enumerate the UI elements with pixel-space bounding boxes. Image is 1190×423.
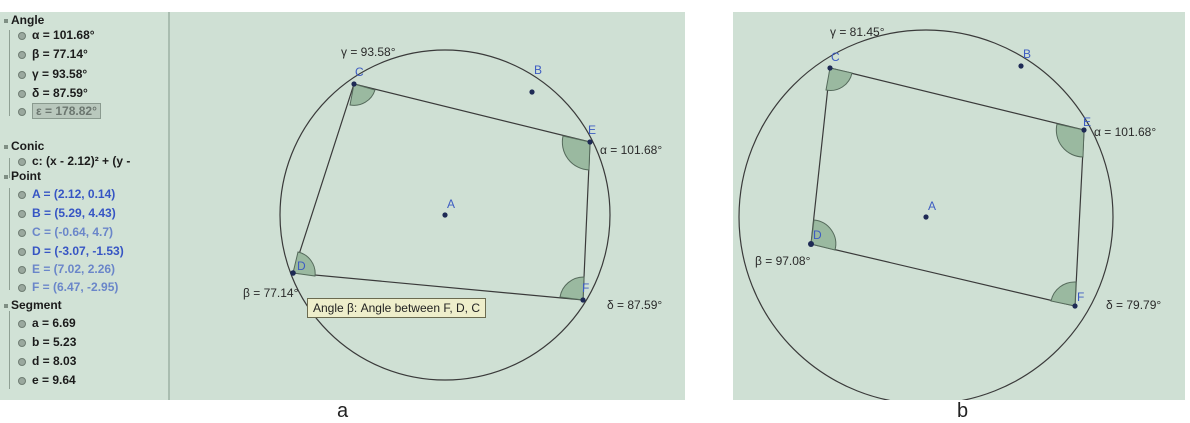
visibility-toggle-icon[interactable] <box>18 157 26 166</box>
expand-icon <box>4 303 8 308</box>
angle-beta-label: β = 77.14° <box>243 286 299 300</box>
label-e: E <box>588 123 596 137</box>
circle-c[interactable] <box>279 49 611 381</box>
label-a: A <box>447 197 455 211</box>
angle-gamma-label: γ = 93.58° <box>341 45 396 59</box>
label-b: B <box>1023 47 1031 61</box>
point-f[interactable] <box>580 297 586 303</box>
tree-line-point <box>9 188 10 290</box>
label-b: B <box>534 63 542 77</box>
expand-icon <box>4 174 8 179</box>
quadrilateral-cefd[interactable] <box>810 67 1085 307</box>
point-d[interactable] <box>290 270 296 276</box>
angle-alpha-arc[interactable] <box>1055 123 1085 158</box>
visibility-toggle-icon[interactable] <box>18 319 26 328</box>
tree-line-angle <box>9 30 10 116</box>
angle-beta-arc[interactable] <box>292 251 316 277</box>
angle-alpha-arc[interactable] <box>561 135 591 171</box>
screenshot-panel-a: A B C D E F γ = 93.58° α = 101.68° β = 7… <box>0 12 685 400</box>
visibility-toggle-icon[interactable] <box>18 190 26 199</box>
point-c[interactable] <box>351 81 357 87</box>
point-c-entry[interactable]: C = (-0.64, 4.7) <box>18 225 113 239</box>
expand-icon <box>4 18 8 23</box>
label-e: E <box>1083 115 1091 129</box>
point-e-entry[interactable]: E = (7.02, 2.26) <box>18 262 115 276</box>
visibility-toggle-icon[interactable] <box>18 357 26 366</box>
segment-b-entry[interactable]: b = 5.23 <box>18 335 76 349</box>
point-a[interactable] <box>442 212 448 218</box>
segment-a-entry[interactable]: a = 6.69 <box>18 316 76 330</box>
visibility-toggle-icon[interactable] <box>18 265 26 274</box>
label-d: D <box>297 259 306 273</box>
expand-icon <box>4 144 8 149</box>
visibility-toggle-icon[interactable] <box>18 31 26 40</box>
angle-delta-arc[interactable] <box>559 276 585 301</box>
angle-delta-arc[interactable] <box>1050 281 1077 307</box>
angle-delta-entry[interactable]: δ = 87.59° <box>18 86 88 100</box>
point-f-entry[interactable]: F = (6.47, -2.95) <box>18 280 118 294</box>
visibility-toggle-icon[interactable] <box>18 376 26 385</box>
visibility-toggle-icon[interactable] <box>18 283 26 292</box>
angle-beta-label: β = 97.08° <box>755 254 811 268</box>
geometry-canvas-a[interactable]: A B C D E F γ = 93.58° α = 101.68° β = 7… <box>0 12 685 400</box>
visibility-toggle-icon[interactable] <box>18 209 26 218</box>
visibility-toggle-icon[interactable] <box>18 70 26 79</box>
angle-alpha-label: α = 101.68° <box>600 143 662 157</box>
point-b-entry[interactable]: B = (5.29, 4.43) <box>18 206 116 220</box>
angle-gamma-arc[interactable] <box>349 83 376 106</box>
caption-a: a <box>337 400 349 422</box>
angle-beta-arc[interactable] <box>810 219 837 251</box>
angle-alpha-label: α = 101.68° <box>1094 125 1156 139</box>
conic-entry[interactable]: c: (x - 2.12)² + (y - <box>18 154 130 168</box>
quadrilateral-cefd[interactable] <box>292 83 591 301</box>
visibility-toggle-icon[interactable] <box>18 338 26 347</box>
segment-d-entry[interactable]: d = 8.03 <box>18 354 76 368</box>
point-e[interactable] <box>1081 127 1087 133</box>
angle-delta-label: δ = 79.79° <box>1106 298 1161 312</box>
point-b[interactable] <box>529 89 535 95</box>
point-e[interactable] <box>587 139 593 145</box>
conic-header[interactable]: Conic <box>4 139 44 153</box>
point-header[interactable]: Point <box>4 169 41 183</box>
angle-alpha-entry[interactable]: α = 101.68° <box>18 28 95 42</box>
angle-delta-label: δ = 87.59° <box>607 298 662 312</box>
visibility-toggle-icon[interactable] <box>18 107 26 116</box>
visibility-toggle-icon[interactable] <box>18 228 26 237</box>
angle-gamma-arc[interactable] <box>825 67 853 91</box>
label-c: C <box>355 65 364 79</box>
angle-gamma-label: γ = 81.45° <box>830 25 885 39</box>
point-a[interactable] <box>923 214 929 220</box>
point-f[interactable] <box>1072 303 1078 309</box>
screenshot-panel-b: A B C D E F γ = 81.45° α = 101.68° β = 9… <box>733 12 1185 400</box>
visibility-toggle-icon[interactable] <box>18 89 26 98</box>
segment-e-entry[interactable]: e = 9.64 <box>18 373 76 387</box>
angle-epsilon-entry[interactable]: ε = 178.82° <box>18 103 101 119</box>
visibility-toggle-icon[interactable] <box>18 247 26 256</box>
point-d[interactable] <box>808 241 814 247</box>
point-b[interactable] <box>1018 63 1024 69</box>
angle-tooltip: Angle β: Angle between F, D, C <box>307 298 486 318</box>
label-d: D <box>813 228 822 242</box>
label-a: A <box>928 199 936 213</box>
caption-b: b <box>957 400 969 422</box>
angle-header[interactable]: Angle <box>4 13 44 27</box>
geometry-canvas-b[interactable]: A B C D E F γ = 81.45° α = 101.68° β = 9… <box>733 12 1185 400</box>
tree-line-conic <box>9 158 10 178</box>
angle-beta-entry[interactable]: β = 77.14° <box>18 47 88 61</box>
tree-line-segment <box>9 311 10 389</box>
circle-c[interactable] <box>738 29 1114 400</box>
point-d-entry[interactable]: D = (-3.07, -1.53) <box>18 244 124 258</box>
algebra-view: Angle α = 101.68° β = 77.14° γ = 93.58° … <box>0 12 170 400</box>
label-f: F <box>1077 290 1084 304</box>
visibility-toggle-icon[interactable] <box>18 50 26 59</box>
label-f: F <box>582 281 589 295</box>
point-c[interactable] <box>827 65 833 71</box>
segment-header[interactable]: Segment <box>4 298 62 312</box>
point-a-entry[interactable]: A = (2.12, 0.14) <box>18 187 115 201</box>
angle-gamma-entry[interactable]: γ = 93.58° <box>18 67 87 81</box>
label-c: C <box>831 50 840 64</box>
